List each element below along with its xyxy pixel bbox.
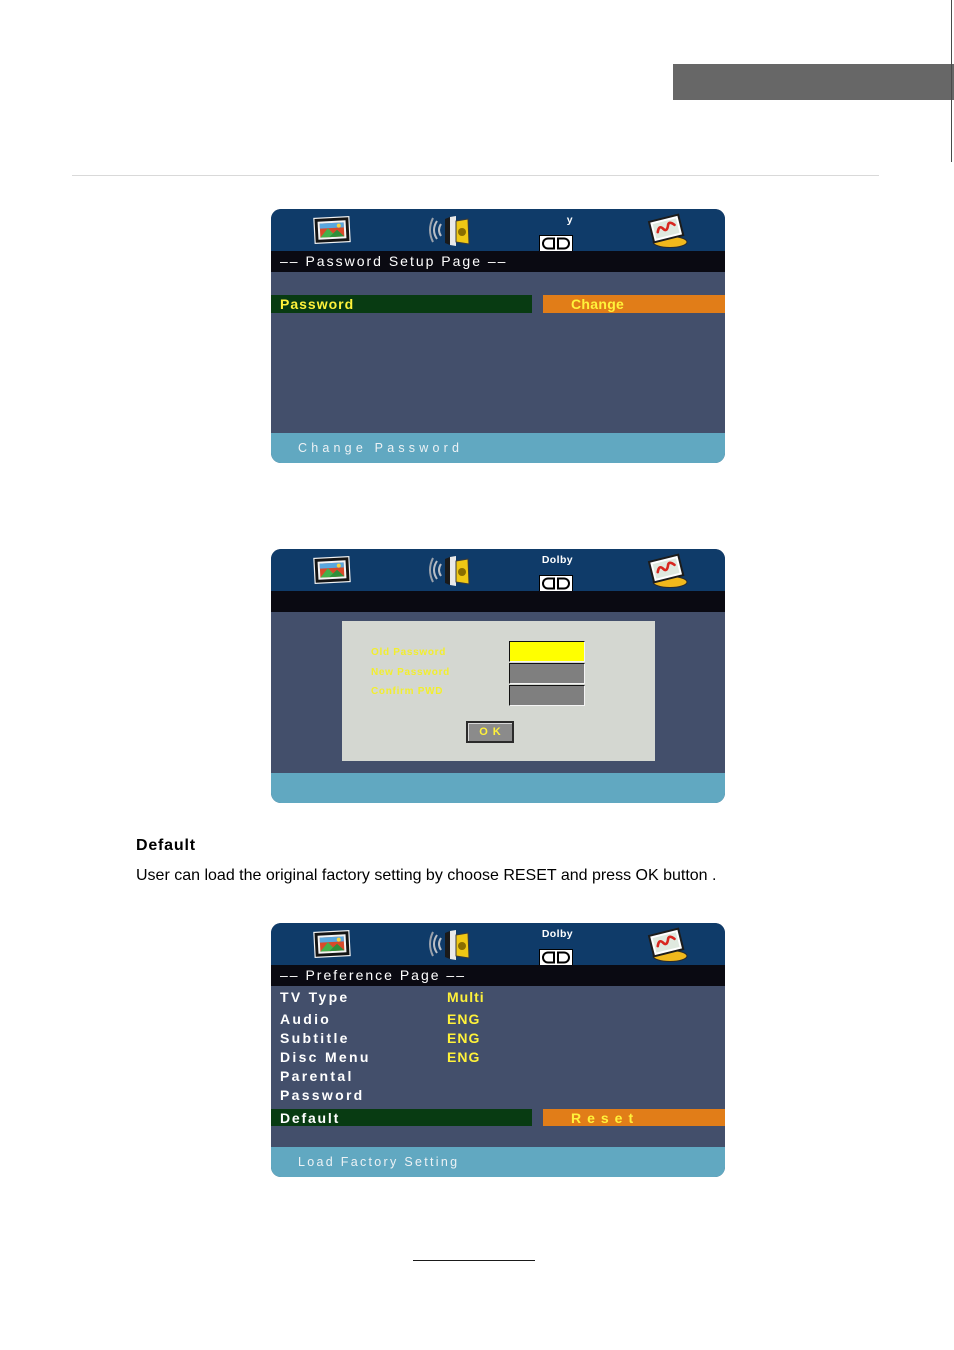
menu-item-value: ENG	[447, 1011, 481, 1027]
dolby-label: Dolby	[541, 928, 573, 940]
section-body: User can load the original factory setti…	[136, 867, 717, 884]
menu-item-label: Password	[280, 1087, 365, 1103]
menu-icon-bar: Dolby	[271, 549, 725, 591]
password-setup-menu: y –– Password Setup Page –– Password Cha…	[271, 209, 725, 463]
change-password-menu: Dolby Old Password New Password Confirm …	[271, 549, 725, 803]
confirm-password-label: Confirm PWD	[371, 686, 444, 697]
menu-title	[271, 591, 725, 612]
chapter-header-tab	[673, 64, 954, 100]
tv-icon[interactable]	[313, 215, 351, 245]
old-password-field[interactable]	[509, 641, 585, 662]
menu-item-password[interactable]: Password Change	[271, 295, 725, 313]
menu-item-disc-menu[interactable]: Disc Menu ENG	[271, 1048, 725, 1067]
preference-menu: Dolby –– Preference Page –– TV Type Mult…	[271, 923, 725, 1177]
menu-item-label: TV Type	[280, 989, 350, 1005]
menu-item-value: ENG	[447, 1030, 481, 1046]
ok-button[interactable]: OK	[466, 721, 514, 743]
old-password-label: Old Password	[371, 647, 447, 658]
dolby-icon[interactable]: Dolby	[539, 554, 573, 585]
new-password-field[interactable]	[509, 663, 585, 684]
menu-item-label: Audio	[280, 1011, 332, 1027]
menu-item-label: Password	[271, 295, 532, 313]
confirm-password-field[interactable]	[509, 685, 585, 706]
menu-icon-bar: y	[271, 209, 725, 251]
dolby-label: Dolby	[541, 554, 573, 566]
menu-item-label: Parental	[280, 1068, 354, 1084]
change-option[interactable]: Change	[543, 295, 725, 313]
audio-icon[interactable]	[428, 553, 472, 587]
new-password-label: New Password	[371, 667, 450, 678]
menu-item-password[interactable]: Password	[271, 1086, 725, 1105]
reset-option[interactable]: Reset	[543, 1109, 725, 1126]
menu-title: –– Preference Page ––	[271, 965, 725, 986]
menu-content: Password Change	[271, 272, 725, 433]
tv-icon[interactable]	[313, 555, 351, 585]
menu-content: TV Type Multi Audio ENG Subtitle ENG Dis…	[271, 986, 725, 1147]
menu-item-subtitle[interactable]: Subtitle ENG	[271, 1029, 725, 1048]
menu-item-value: ENG	[447, 1049, 481, 1065]
menu-item-default[interactable]: Default Reset	[271, 1109, 725, 1126]
preference-icon[interactable]	[645, 553, 689, 589]
tv-icon[interactable]	[313, 929, 351, 959]
dolby-label: y	[566, 214, 573, 226]
menu-item-audio[interactable]: Audio ENG	[271, 1010, 725, 1029]
menu-content: Old Password New Password Confirm PWD OK	[271, 612, 725, 773]
status-bar: Change Password	[271, 433, 725, 463]
section-heading: Default	[136, 837, 196, 854]
audio-icon[interactable]	[428, 213, 472, 247]
menu-item-label: Disc Menu	[280, 1049, 371, 1065]
menu-title: –– Password Setup Page ––	[271, 251, 725, 272]
menu-item-label: Subtitle	[280, 1030, 350, 1046]
header-rule	[72, 175, 879, 176]
status-bar	[271, 773, 725, 803]
menu-item-value: Multi	[447, 989, 485, 1005]
footer-rule	[413, 1260, 535, 1261]
change-password-dialog: Old Password New Password Confirm PWD OK	[342, 621, 655, 761]
menu-item-parental[interactable]: Parental	[271, 1067, 725, 1086]
menu-icon-bar: Dolby	[271, 923, 725, 965]
menu-item-tv-type[interactable]: TV Type Multi	[271, 988, 725, 1007]
preference-icon[interactable]	[645, 213, 689, 249]
preference-icon[interactable]	[645, 927, 689, 963]
menu-item-label: Default	[271, 1109, 532, 1126]
status-bar: Load Factory Setting	[271, 1147, 725, 1177]
page-edge-line	[951, 0, 952, 162]
audio-icon[interactable]	[428, 927, 472, 961]
dolby-icon[interactable]: y	[539, 214, 573, 245]
dolby-icon[interactable]: Dolby	[539, 928, 573, 959]
